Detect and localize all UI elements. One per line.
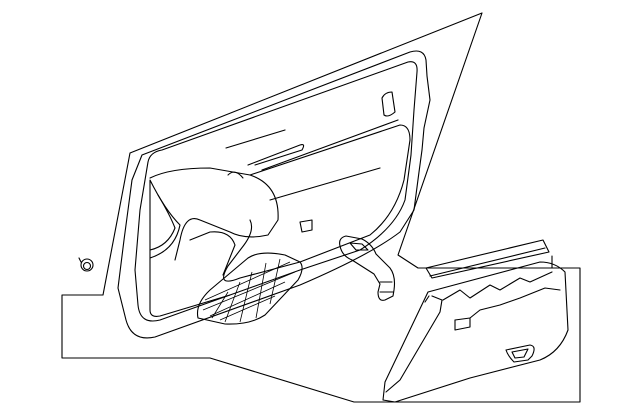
clip xyxy=(78,257,94,272)
assembly-outline xyxy=(61,12,581,403)
lower-trim-pocket xyxy=(382,261,569,403)
small-bezel xyxy=(505,344,535,363)
armrest-strip xyxy=(425,239,550,279)
door-trim-panel xyxy=(117,50,431,339)
speaker-grille xyxy=(196,252,303,325)
pull-handle-bracket xyxy=(339,235,396,301)
